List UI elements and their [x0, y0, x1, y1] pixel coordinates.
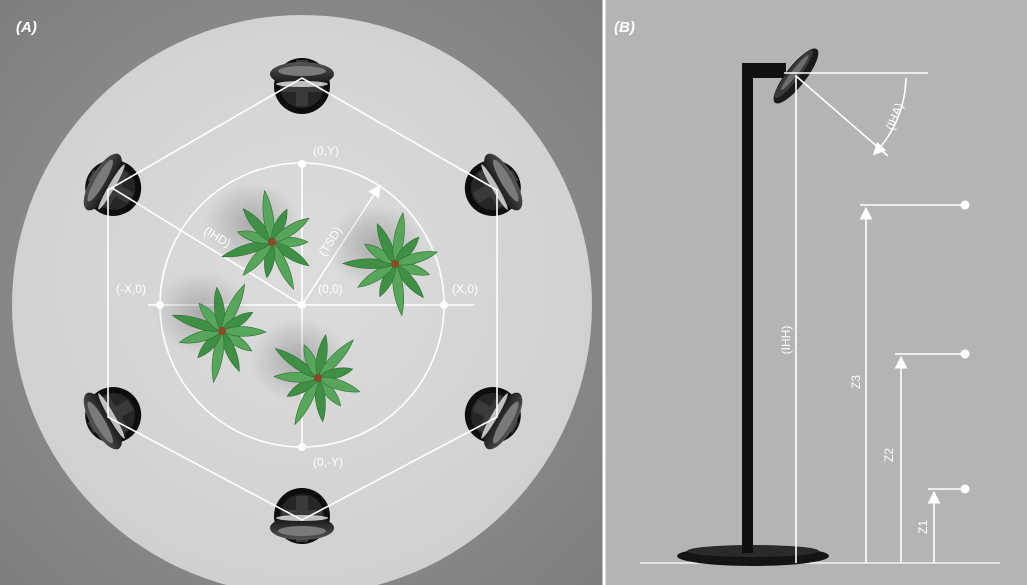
z1-label: Z1: [916, 520, 930, 534]
iha-ray: [795, 75, 889, 157]
panel-b-label: (B): [614, 19, 635, 36]
lamp-hexagon: [107, 77, 498, 521]
lamp-icon: [270, 488, 334, 544]
panel-b: (IHH) (IHA) Z3 Z2 Z1 (B): [614, 19, 1000, 566]
panel-b-background: [604, 0, 1027, 585]
ihh-label: (IHH): [779, 326, 793, 355]
coord-top-label: (0,Y): [313, 144, 339, 158]
stand-pole: [742, 75, 753, 553]
dot-bottom: [298, 443, 306, 451]
z2-dot: [960, 349, 970, 359]
z1-dot: [960, 484, 970, 494]
plant-icon: [327, 204, 439, 317]
panel-a-label: (A): [16, 19, 37, 36]
z3-dot: [960, 200, 970, 210]
panel-a: (0,Y) (0,-Y) (-X,0) (X,0) (0,0) (IHD) (T…: [12, 15, 592, 585]
coord-center-label: (0,0): [318, 282, 343, 296]
coord-left-label: (-X,0): [116, 282, 146, 296]
dot-center: [298, 301, 306, 309]
stand-arm: [742, 63, 786, 78]
dot-top: [298, 160, 306, 168]
plant-icon: [154, 271, 267, 384]
lamp-icon: [464, 387, 523, 450]
coord-bottom-label: (0,-Y): [313, 455, 343, 469]
z3-label: Z3: [849, 375, 863, 389]
lamp-icon: [83, 387, 142, 450]
dot-right: [440, 301, 448, 309]
dot-left: [156, 301, 164, 309]
iha-arc: [872, 77, 907, 156]
plants-group: [154, 182, 439, 426]
coord-right-label: (X,0): [452, 282, 478, 296]
plant-icon: [250, 318, 361, 426]
ihd-line: [111, 187, 303, 306]
plant-icon: [204, 182, 310, 291]
z2-label: Z2: [882, 448, 896, 462]
